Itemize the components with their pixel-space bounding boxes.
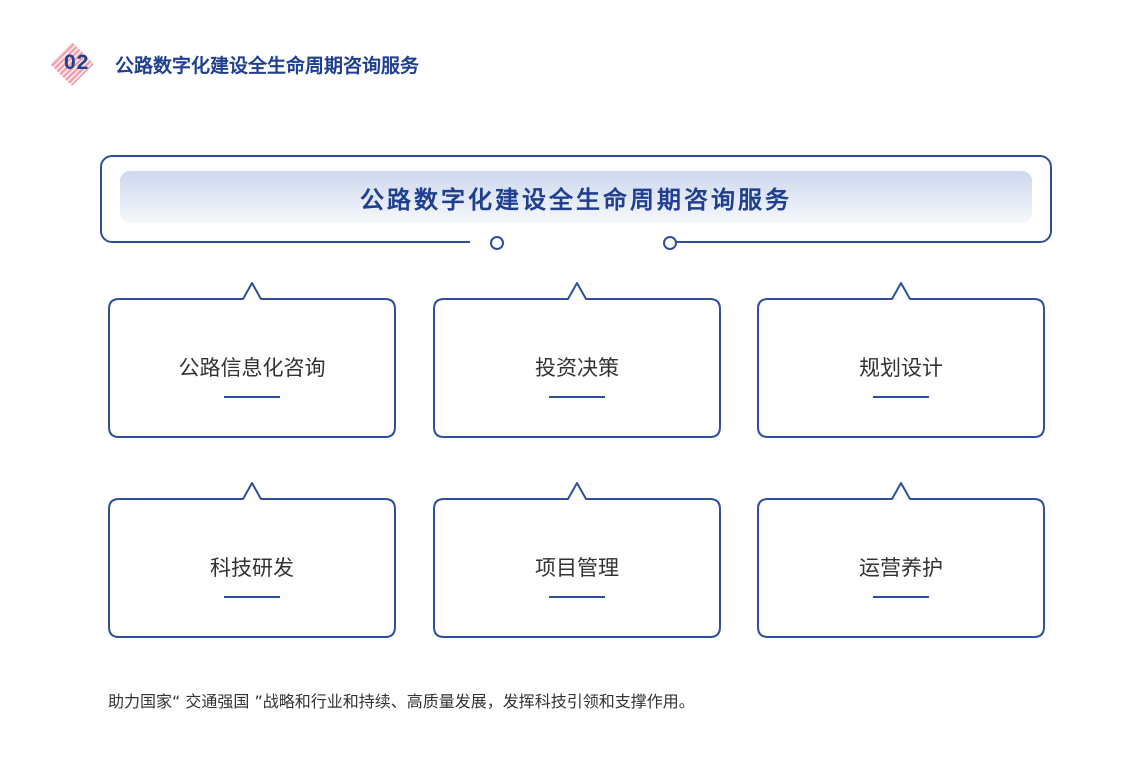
service-underline [549,596,605,598]
service-card: 运营养护 [756,481,1046,639]
section-number: 02 [64,51,90,74]
service-label: 项目管理 [535,556,619,580]
callout-bubble [433,482,721,638]
service-label: 规划设计 [859,356,943,380]
service-card: 公路信息化咨询 [107,281,397,439]
main-service-title: 公路数字化建设全生命周期咨询服务 [360,185,792,214]
callout-bubble [757,482,1045,638]
callout-bubble [108,282,396,438]
service-underline [873,396,929,398]
service-card: 投资决策 [432,281,722,439]
section-header: 02 公路数字化建设全生命周期咨询服务 [48,40,748,88]
service-card: 科技研发 [107,481,397,639]
service-label: 投资决策 [535,356,619,380]
service-label: 科技研发 [210,556,294,580]
callout-bubble [108,482,396,638]
service-label: 运营养护 [859,556,943,580]
service-label: 公路信息化咨询 [178,356,326,380]
service-underline [549,396,605,398]
service-card: 项目管理 [432,481,722,639]
callout-bubble [757,282,1045,438]
service-underline [224,396,280,398]
callout-bubble [433,282,721,438]
main-service-box: 公路数字化建设全生命周期咨询服务 [100,155,1052,243]
section-badge-icon [50,42,94,86]
service-card: 规划设计 [756,281,1046,439]
footer-text: 助力国家“ 交通强国 ”战略和行业和持续、高质量发展，发挥科技引领和支撑作用。 [108,692,695,711]
page-title: 公路数字化建设全生命周期咨询服务 [115,55,420,77]
main-service-banner: 公路数字化建设全生命周期咨询服务 [120,171,1032,223]
service-underline [873,596,929,598]
service-underline [224,596,280,598]
